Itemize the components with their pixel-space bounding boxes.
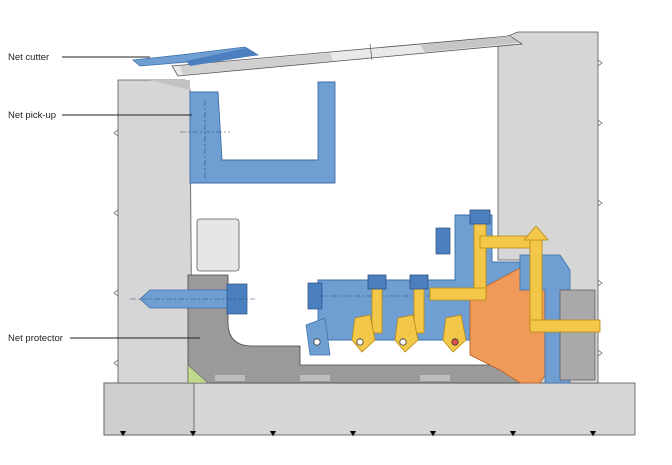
net-protector-label: Net protector	[8, 333, 63, 344]
main-mechanism-block	[305, 214, 521, 356]
cam-levers	[313, 314, 467, 353]
yellow-piping	[367, 209, 601, 334]
net-cutter-label: Net cutter	[8, 52, 49, 63]
top-cover-plate	[171, 35, 524, 77]
left-anchor-bolt	[130, 283, 255, 315]
right-clamp	[519, 254, 596, 384]
green-wedge	[187, 364, 209, 384]
net-cutter-part	[132, 46, 260, 67]
label-net-cutter: Net cutter	[8, 52, 150, 63]
small-housing-box	[196, 218, 240, 272]
net-pickup-label: Net pick-up	[8, 110, 56, 121]
label-net-protector: Net protector	[8, 333, 200, 344]
base-slab	[103, 382, 636, 437]
label-net-pickup: Net pick-up	[8, 110, 192, 121]
net-pickup-part	[180, 81, 336, 184]
